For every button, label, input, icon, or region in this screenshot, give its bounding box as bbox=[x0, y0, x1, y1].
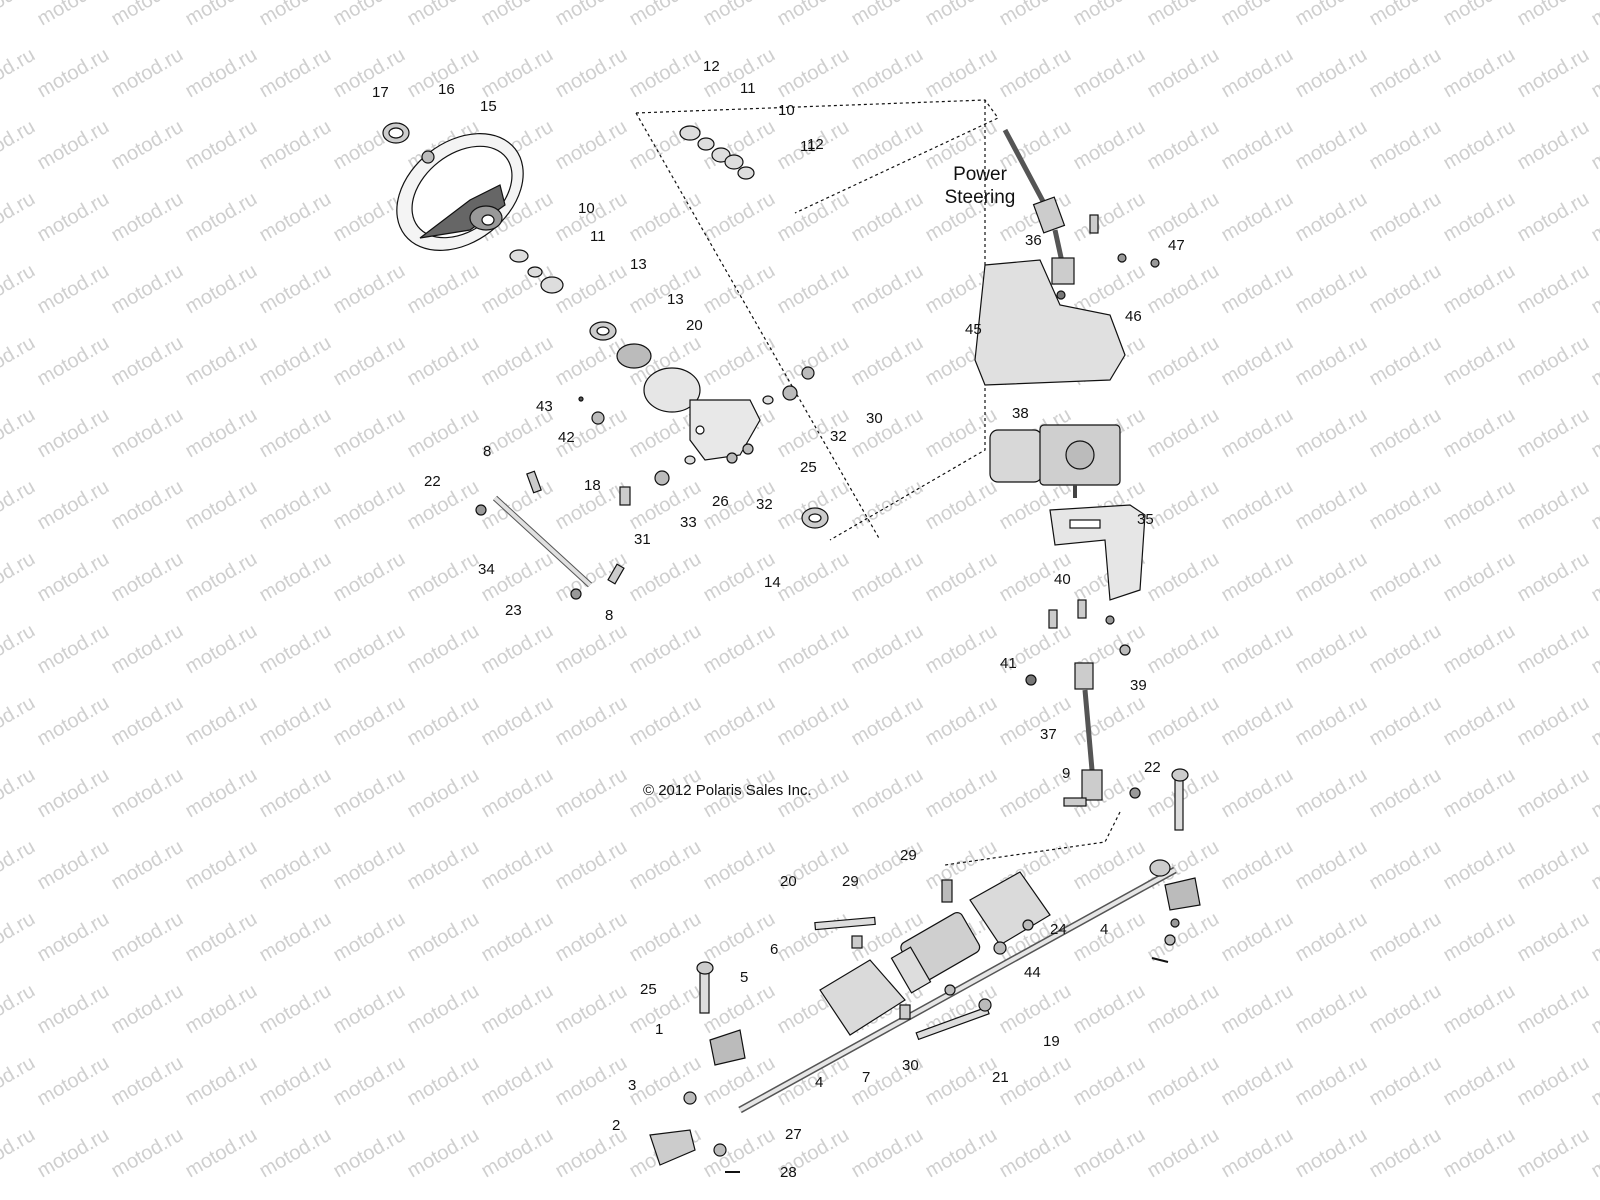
callout-label: 5 bbox=[740, 969, 749, 986]
callout-label: 39 bbox=[1130, 677, 1147, 694]
callout-label: 41 bbox=[1000, 655, 1017, 672]
callout-label: 28 bbox=[780, 1164, 797, 1181]
tie-rod-end-2 bbox=[649, 1129, 696, 1166]
callout-label: 20 bbox=[686, 317, 703, 334]
callout-label: 10 bbox=[578, 200, 595, 217]
callout-label: 26 bbox=[712, 493, 729, 510]
callout-label: 2 bbox=[612, 1117, 621, 1134]
tie-rod-end-right bbox=[1164, 877, 1201, 911]
intermediate-shaft-36 bbox=[1074, 662, 1103, 801]
callout-label: 13 bbox=[667, 291, 684, 308]
callout-label: 46 bbox=[1125, 308, 1142, 325]
callout-label: 30 bbox=[902, 1057, 919, 1074]
power-steering-line1: Power bbox=[953, 164, 1007, 185]
callout-label: 11 bbox=[800, 138, 816, 155]
callout-label: 9 bbox=[1062, 765, 1071, 782]
callout-label: 25 bbox=[640, 981, 657, 998]
callout-label: 19 bbox=[1043, 1033, 1060, 1050]
callout-label: 35 bbox=[1137, 511, 1154, 528]
hub-19 bbox=[616, 343, 652, 369]
power-steering-line2: Steering bbox=[944, 186, 1016, 208]
callout-label: 30 bbox=[866, 410, 883, 427]
callout-label: 22 bbox=[1144, 759, 1161, 776]
callout-label: 24 bbox=[1050, 921, 1067, 938]
callout-label: 18 bbox=[584, 477, 601, 494]
callout-label: 10 bbox=[778, 102, 795, 119]
washer-10 bbox=[509, 249, 529, 263]
callout-label: 45 bbox=[965, 321, 982, 338]
callout-label: 33 bbox=[680, 514, 697, 531]
callout-label: 21 bbox=[992, 1069, 1009, 1086]
callout-label: 20 bbox=[780, 873, 797, 890]
callout-label: 7 bbox=[862, 1069, 871, 1086]
callout-label: 14 bbox=[764, 574, 781, 591]
callout-label: 29 bbox=[842, 873, 859, 890]
callout-label: 6 bbox=[770, 941, 779, 958]
eps-unit-37 bbox=[989, 424, 1121, 498]
callout-label: 29 bbox=[900, 847, 917, 864]
washer-11 bbox=[527, 266, 543, 278]
callout-label: 11 bbox=[740, 80, 756, 97]
callout-label: 11 bbox=[590, 228, 606, 245]
upper-shaft-35 bbox=[1002, 128, 1075, 285]
callout-label: 8 bbox=[483, 443, 492, 460]
callout-label: 17 bbox=[372, 84, 389, 101]
callout-label: 3 bbox=[628, 1077, 637, 1094]
callout-label: 4 bbox=[815, 1074, 824, 1091]
callout-label: 38 bbox=[1012, 405, 1029, 422]
callout-label: 37 bbox=[1040, 726, 1057, 743]
callout-label: 40 bbox=[1054, 571, 1071, 588]
callout-label: 25 bbox=[800, 459, 817, 476]
boot-left bbox=[819, 959, 906, 1036]
callout-label: 22 bbox=[424, 473, 441, 490]
callout-label: 12 bbox=[807, 136, 824, 153]
power-steering-title: Power Steering bbox=[925, 164, 1035, 210]
nut-part-15 bbox=[421, 150, 435, 164]
bushing-12 bbox=[540, 276, 564, 294]
column-bracket-17 bbox=[643, 367, 761, 461]
callout-label: 34 bbox=[478, 561, 495, 578]
cover-44 bbox=[974, 259, 1126, 386]
callout-label: 32 bbox=[830, 428, 847, 445]
callout-label: 23 bbox=[505, 602, 522, 619]
callout-label: 16 bbox=[438, 81, 455, 98]
callout-label: 42 bbox=[558, 429, 575, 446]
callout-label: 44 bbox=[1024, 964, 1041, 981]
callout-label: 12 bbox=[703, 58, 720, 75]
callout-label: 32 bbox=[756, 496, 773, 513]
boot-right bbox=[969, 871, 1051, 946]
callout-label: 31 bbox=[634, 531, 651, 548]
callout-label: 15 bbox=[480, 98, 497, 115]
steering-rack bbox=[738, 866, 1177, 1114]
callout-label: 1 bbox=[655, 1021, 664, 1038]
bracket-34 bbox=[1049, 504, 1146, 601]
callout-label: 36 bbox=[1025, 232, 1042, 249]
callout-label: 27 bbox=[785, 1126, 802, 1143]
callout-label: 13 bbox=[630, 256, 647, 273]
callout-label: 8 bbox=[605, 607, 614, 624]
callout-label: 43 bbox=[536, 398, 553, 415]
callout-label: 4 bbox=[1100, 921, 1109, 938]
copyright-note: © 2012 Polaris Sales Inc. bbox=[643, 782, 812, 799]
callout-label: 47 bbox=[1168, 237, 1185, 254]
clamp-1 bbox=[709, 1029, 746, 1066]
